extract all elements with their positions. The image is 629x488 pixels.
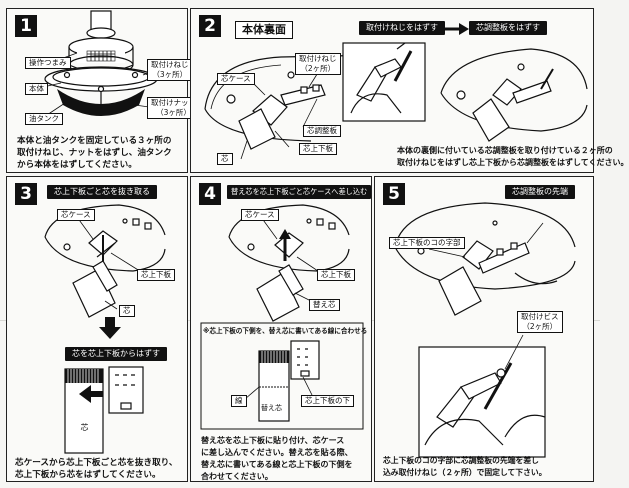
header-remove-screws: 取付けねじをはずす	[359, 21, 445, 35]
header-insert-wick: 替え芯を芯上下板ごと芯ケースへ差し込む	[227, 185, 372, 199]
label-tank: 油タンク	[25, 113, 63, 125]
label-body: 本体	[25, 83, 48, 95]
step-4-panel: 4 替え芯を芯上下板ごと芯ケースへ差し込む	[190, 176, 372, 482]
step-3-caption: 芯ケースから芯上下板ごと芯を抜き取り、 芯上下板から芯をはずしてください。	[15, 457, 178, 481]
label-screw: 取付けねじ （3ヶ所）	[147, 59, 193, 81]
caption-line: 替え芯に書いてある線と芯上下板の下側を	[201, 460, 353, 469]
label-wick-plate: 芯上下板	[299, 143, 337, 155]
step-2-caption: 本体の裏側に付いている芯調整板を取り付けている２ヶ所の 取付けねじをはずし芯上下…	[397, 145, 629, 169]
label-plate-bottom: 芯上下板の下	[301, 395, 354, 407]
label-wick: 芯	[217, 153, 233, 165]
step-number: 4	[199, 183, 221, 205]
step-number: 5	[383, 183, 405, 205]
step-4-caption: 替え芯を芯上下板に貼り付け、芯ケース に差し込んでください。替え芯を貼る際、 替…	[201, 435, 353, 483]
header-remove-plate: 芯調整板をはずす	[469, 21, 547, 35]
underside-title: 本体裏面	[235, 21, 293, 39]
label-wick-plate: 芯上下板	[137, 269, 175, 281]
header-pull-out: 芯上下板ごと芯を抜き取る	[47, 185, 157, 199]
caption-line: 芯ケースから芯上下板ごと芯を抜き取り、	[15, 458, 178, 468]
step-1-caption: 本体と油タンクを固定している３ヶ所の 取付けねじ、ナットをはずし、油タンク から…	[17, 135, 172, 171]
reassembly-illustration	[394, 202, 576, 458]
step-2-panel: 2 本体裏面 取付けねじをはずす 芯調整板をはずす	[190, 8, 629, 173]
label-knob: 操作つまみ	[25, 57, 71, 69]
label-wick-case: 芯ケース	[217, 73, 255, 85]
wick-removal-illustration	[44, 204, 166, 454]
label-wick-case: 芯ケース	[57, 209, 95, 221]
step-3-panel: 3 芯上下板ごと芯を抜き取る	[6, 176, 188, 482]
label-wick: 芯	[119, 305, 135, 317]
instruction-sheet: 1 操作つまみ 本体	[0, 8, 629, 482]
caption-line: 込み取付けねじ（２ヶ所）で固定して下さい。	[383, 468, 547, 477]
caption-line: 本体と油タンクを固定している３ヶ所の	[17, 136, 172, 146]
label-new-wick: 替え芯	[309, 299, 340, 311]
caption-line: 合わせてください。	[201, 472, 273, 481]
caption-line: から本体をはずしてください。	[17, 160, 137, 170]
label-adjust-plate: 芯調整板	[303, 125, 341, 137]
label-line: 線	[231, 395, 247, 407]
step-number: 1	[15, 15, 37, 37]
caption-line: 取付けねじをはずし芯上下板から芯調整板をはずしてください。	[397, 158, 629, 167]
step-number: 2	[199, 15, 221, 37]
caption-line: に差し込んでください。替え芯を貼る際、	[201, 448, 353, 457]
label-screw: 取付けねじ （2ヶ所）	[295, 53, 341, 75]
header-detach-wick: 芯を芯上下板からはずす	[65, 347, 167, 361]
wick-vertical-label: 芯	[80, 423, 89, 431]
caption-line: 替え芯を芯上下板に貼り付け、芯ケース	[201, 436, 345, 445]
label-screw: 取付けビス （2ヶ所）	[517, 311, 563, 333]
header-plate-tip: 芯調整板の先端	[505, 185, 575, 199]
wick-insertion-illustration	[200, 204, 364, 430]
caption-line: 芯上下板のコの字部に芯調整板の先端を差し	[383, 456, 539, 465]
label-new-wick-small: 替え芯	[261, 404, 282, 412]
caption-line: 本体の裏側に付いている芯調整板を取り付けている２ヶ所の	[397, 146, 613, 155]
step-5-panel: 5 芯調整板の先端 芯上下板のコの字部 取付けビス （2ヶ所） 芯上	[374, 176, 594, 482]
note-align-line: ※芯上下板の下側を、替え芯に書いてある線に合わせる	[203, 327, 368, 335]
label-u-part: 芯上下板のコの字部	[389, 237, 465, 249]
caption-line: 取付けねじ、ナットをはずし、油タンク	[17, 148, 172, 158]
step-number: 3	[15, 183, 37, 205]
caption-line: 芯上下板から芯をはずしてください。	[15, 470, 161, 480]
label-nut: 取付けナット （3ヶ所）	[147, 97, 200, 119]
step-5-caption: 芯上下板のコの字部に芯調整板の先端を差し 込み取付けねじ（２ヶ所）で固定して下さ…	[383, 455, 547, 479]
underside-illustration	[204, 23, 588, 160]
label-wick-case: 芯ケース	[241, 209, 279, 221]
step-1-panel: 1 操作つまみ 本体	[6, 8, 200, 173]
label-wick-plate: 芯上下板	[317, 269, 355, 281]
